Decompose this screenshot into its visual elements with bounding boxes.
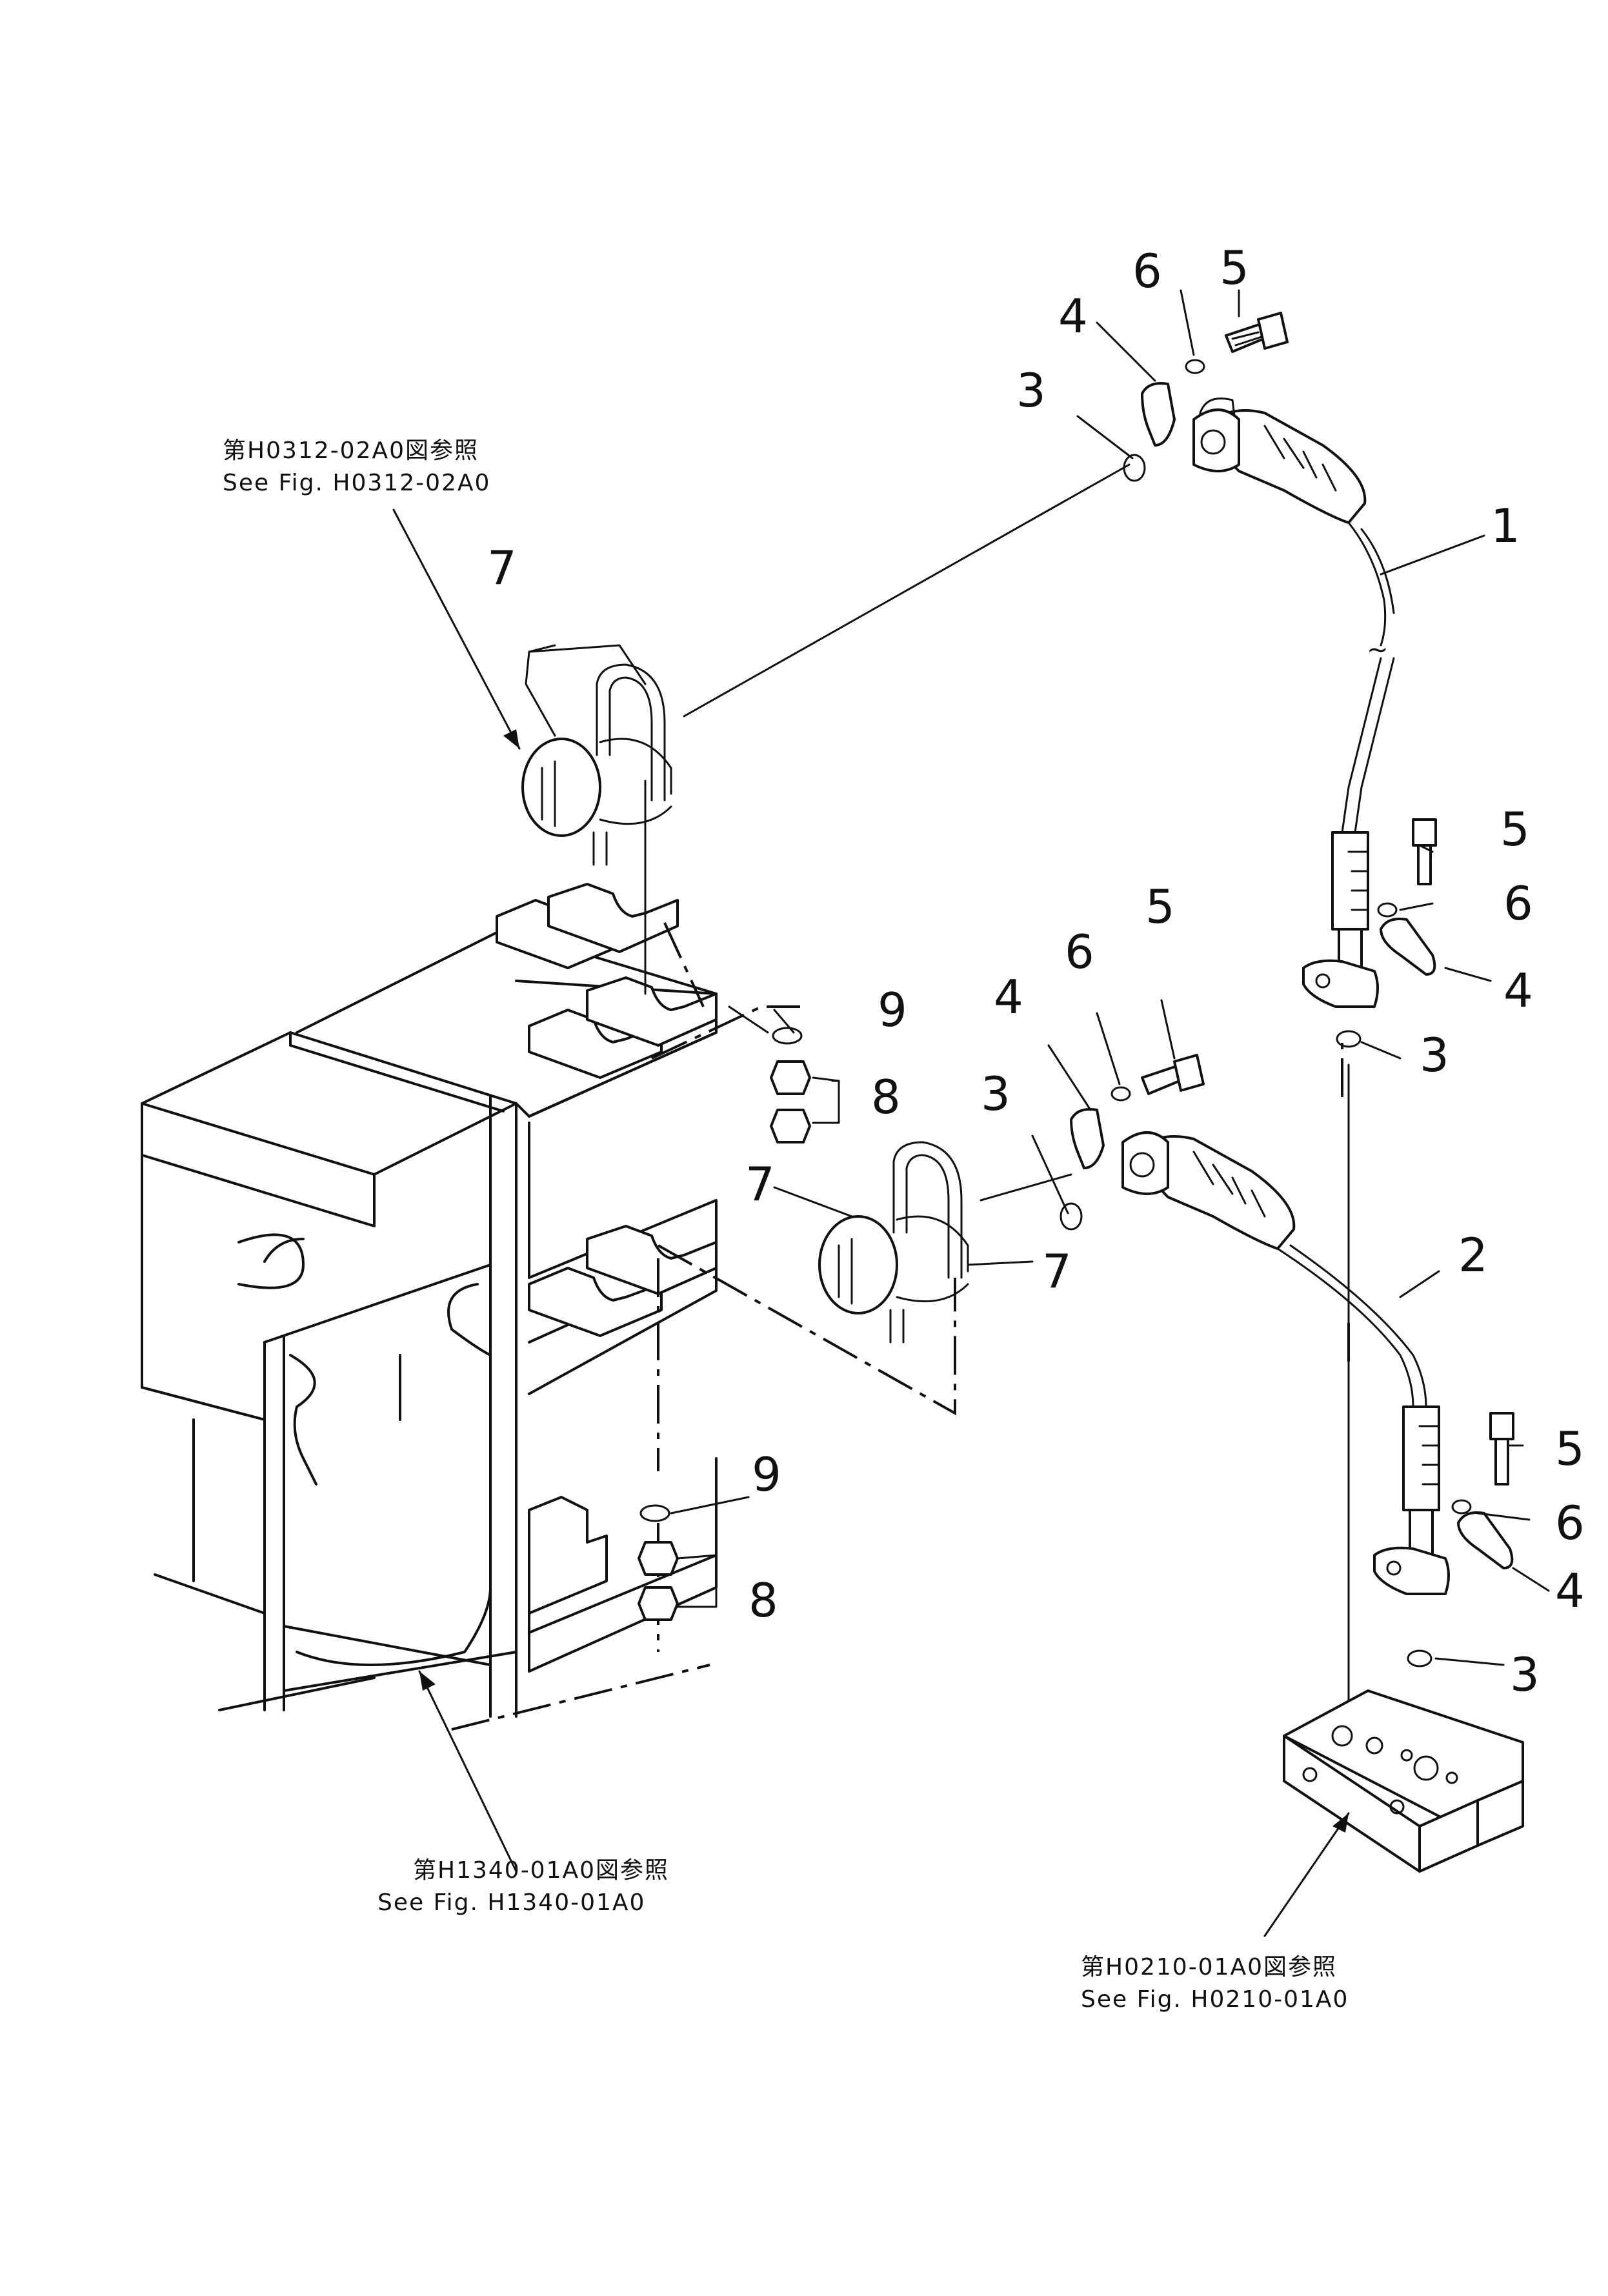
- callout-3d: 3: [1510, 1647, 1540, 1702]
- callout-6c: 6: [1065, 925, 1094, 979]
- u-bolt-clamp-lower: [818, 1141, 969, 1344]
- callout-3b: 3: [1420, 1028, 1449, 1082]
- callout-4d: 4: [1555, 1564, 1585, 1618]
- callout-7a: 7: [487, 541, 517, 595]
- callout-leaders: [525, 289, 1550, 1666]
- callout-5a: 5: [1220, 241, 1249, 295]
- u-bolt-clamp-upper: [521, 663, 672, 866]
- callout-4a: 4: [1058, 289, 1088, 343]
- callout-2: 2: [1458, 1228, 1488, 1282]
- ref-bottom-right-en: See Fig. H0210-01A0: [1081, 1986, 1349, 2013]
- nuts-washers: [638, 1027, 811, 1621]
- reference-arrows: [392, 509, 1350, 1937]
- valve-block: [1283, 1689, 1524, 1873]
- leader-lines: [644, 463, 1350, 1744]
- callout-3a: 3: [1016, 363, 1046, 418]
- callout-8a: 8: [871, 1070, 901, 1124]
- ref-label-bottom-left: 第H1340-01A0図参照 See Fig. H1340-01A0: [377, 1857, 669, 1916]
- callout-5c: 5: [1145, 880, 1175, 934]
- callout-7c: 7: [1042, 1244, 1072, 1298]
- fittings-top: [1123, 312, 1437, 1048]
- callout-7b: 7: [745, 1157, 775, 1211]
- callout-numbers: 1 2 5 6 4 3 5 6 4 3 5 6 4 3 5 6 4 3 7 7 …: [487, 241, 1585, 1702]
- callout-6a: 6: [1132, 244, 1162, 298]
- callout-3c: 3: [981, 1067, 1010, 1121]
- ref-bottom-right-jp: 第H0210-01A0図参照: [1081, 1954, 1337, 1980]
- callout-4c: 4: [994, 970, 1023, 1024]
- callout-9b: 9: [752, 1447, 781, 1502]
- break-mark: ~: [1367, 635, 1389, 665]
- callout-6d: 6: [1555, 1496, 1585, 1550]
- ref-bottom-left-en: See Fig. H1340-01A0: [377, 1889, 645, 1916]
- callout-6b: 6: [1503, 876, 1533, 931]
- callout-8b: 8: [749, 1573, 778, 1627]
- ref-label-top-left: 第H0312-02A0図参照 See Fig. H0312-02A0: [223, 438, 490, 496]
- callout-4b: 4: [1503, 963, 1533, 1018]
- clamp-blocks: [496, 883, 718, 1615]
- ref-label-bottom-right: 第H0210-01A0図参照 See Fig. H0210-01A0: [1081, 1954, 1349, 2013]
- callout-5d: 5: [1555, 1422, 1585, 1476]
- fittings-middle: [1060, 1054, 1514, 1667]
- callout-5b: 5: [1500, 802, 1530, 856]
- hose-1: [1192, 398, 1395, 1008]
- callout-9a: 9: [878, 983, 907, 1037]
- ref-bottom-left-jp: 第H1340-01A0図参照: [413, 1857, 669, 1884]
- ref-top-left-jp: 第H0312-02A0図参照: [223, 438, 479, 464]
- ref-top-left-en: See Fig. H0312-02A0: [223, 470, 490, 496]
- hose-2: [1121, 1131, 1450, 1595]
- callout-1: 1: [1491, 499, 1520, 553]
